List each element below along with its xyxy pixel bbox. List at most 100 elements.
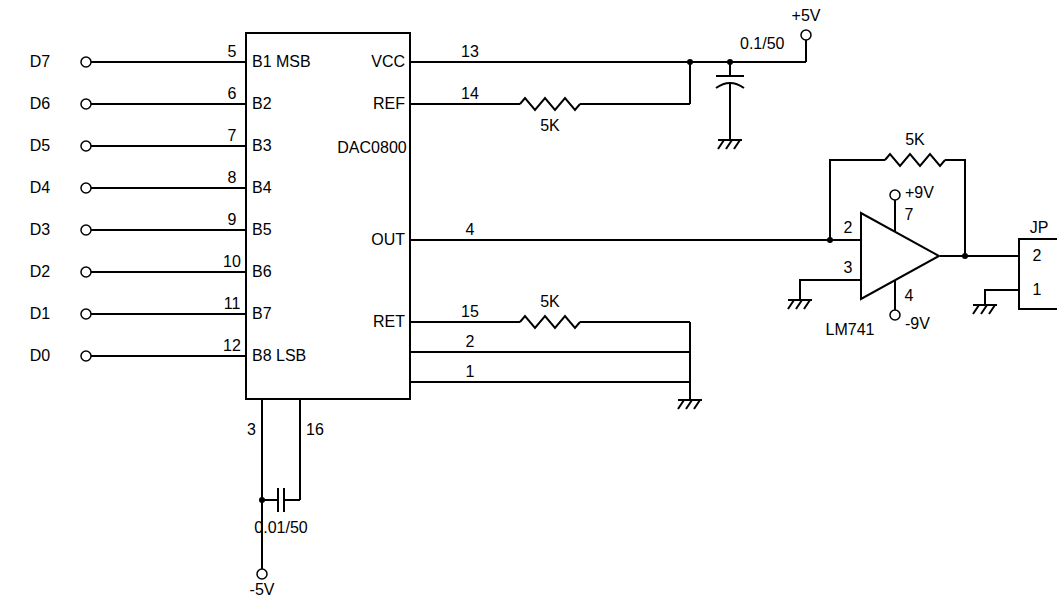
signal-name: D3 [30,222,50,238]
pin-name: B6 [252,264,272,280]
signal-name: D2 [30,264,50,280]
pin-number: 9 [228,212,237,228]
component-value: 5K [905,132,925,148]
pin-name: B8 LSB [252,348,306,364]
pin-number: 1 [466,364,475,380]
resistor-symbol [520,98,580,110]
supply-terminal [890,190,900,200]
input-wire [91,187,245,189]
pin-name: REF [373,96,405,112]
resistor-symbol [885,154,945,166]
terminal [81,57,91,67]
signal-name: D0 [30,348,50,364]
supply-label: -5V [250,582,275,598]
vee-wire [261,400,263,569]
junction-dot [687,59,693,65]
junction-dot [727,59,733,65]
part-name: JP [1030,220,1049,236]
return-wiring [411,316,702,409]
pin-number: 6 [228,86,237,102]
supply-terminal [257,569,267,579]
ground-symbol [718,140,742,149]
supply-label: +5V [792,8,821,24]
signal-name: D6 [30,96,50,112]
terminal [81,309,91,319]
opamp-wiring [788,154,1018,320]
op-amp: LM741 [860,212,940,300]
capacitor-wire [729,83,731,140]
supply-terminal [801,30,811,40]
supply-label: +9V [905,185,934,201]
feedback-wire [945,160,965,256]
pin-number: 3 [247,422,256,438]
terminal [81,225,91,235]
supply-terminal [890,310,900,320]
capacitor-symbol [277,488,279,512]
pin-number: 16 [306,422,324,438]
opamp-triangle [861,213,939,299]
compensation-wiring [257,400,300,579]
noninverting-wire [800,280,860,300]
pin-number: 13 [461,44,479,60]
comp-wire [299,400,301,500]
component-value: 0.01/50 [254,520,307,536]
part-name: LM741 [826,322,875,338]
ref-wire [411,103,520,105]
ground-wire [985,290,1018,305]
pin-number: 2 [844,220,853,236]
pin-number: 2 [1033,248,1042,264]
ground-wire [411,381,690,383]
ground-symbol [788,300,812,309]
pin-name: B2 [252,96,272,112]
pin-name: B1 MSB [252,54,311,70]
pin-number: 2 [466,334,475,350]
pin-name: VCC [371,54,405,70]
pin-number: 7 [228,128,237,144]
pin-number: 7 [905,207,914,223]
input-wire [91,145,245,147]
pin-number: 8 [228,170,237,186]
capacitor-symbol [283,488,285,512]
component-value: 5K [540,118,560,134]
pin-name: B7 [252,306,272,322]
pin-name: B5 [252,222,272,238]
ret-wire [580,321,690,323]
terminal [81,351,91,361]
pin-number: 4 [905,288,914,304]
ref-wire [689,62,691,104]
terminal [81,99,91,109]
input-wire [91,61,245,63]
vcc-wire [411,61,806,63]
dac-chip: DAC0800 [245,32,411,400]
supply-wiring [411,30,811,149]
input-wire [91,355,245,357]
input-wire [91,103,245,105]
part-name: DAC0800 [337,140,406,156]
terminal [81,267,91,277]
pin-name: RET [373,314,405,330]
pin-number: 10 [223,254,241,270]
vcc-wire [805,40,807,62]
pin-number: 4 [466,222,475,238]
pin-number: 1 [1033,282,1042,298]
comp-wire [284,499,300,501]
ret-wire [411,321,520,323]
terminal [81,183,91,193]
opamp-outline [860,212,940,300]
signal-wire [411,239,860,241]
ground-symbol [678,400,702,409]
input-wire [91,313,245,315]
signal-wire [940,255,1018,257]
supply-wire [894,281,896,310]
pin-number: 12 [223,338,241,354]
signal-name: D1 [30,306,50,322]
capacitor-symbol [716,75,744,77]
resistor-symbol [520,316,580,328]
supply-label: -9V [905,316,930,332]
pin-name: B4 [252,180,272,196]
pin-name: OUT [371,232,405,248]
